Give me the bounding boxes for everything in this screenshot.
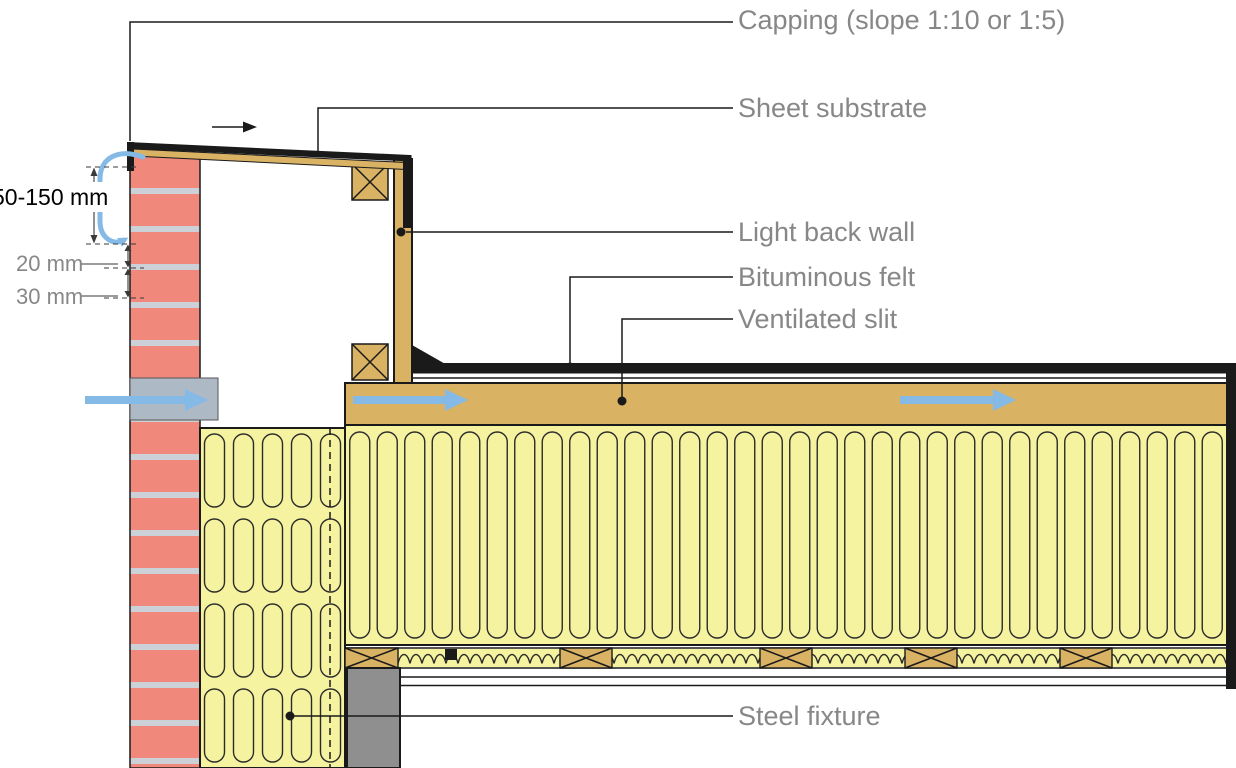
label-light-back-wall: Light back wall <box>738 217 916 247</box>
label-steel-fixture: Steel fixture <box>738 701 881 731</box>
label-sheet-substrate: Sheet substrate <box>738 93 928 123</box>
airflow-arrow-right <box>900 389 1016 411</box>
fastener-clip <box>445 649 457 660</box>
dimension-30mm: 30 mm <box>16 284 84 309</box>
bituminous-felt-layer <box>412 345 1228 379</box>
label-capping: Capping (slope 1:10 or 1:5) <box>738 5 1066 35</box>
label-bituminous-felt: Bituminous felt <box>738 262 916 292</box>
dimension-20mm: 20 mm <box>16 251 84 276</box>
airflow-arrows <box>85 389 1016 411</box>
leader-dot-bituminous-felt <box>565 362 575 372</box>
wall-insulation <box>199 427 346 768</box>
airflow-arrow-middle <box>353 389 468 411</box>
slope-direction-arrow <box>212 121 257 133</box>
wood-blocking-row <box>344 647 1113 669</box>
squiggle-insulation-strips <box>398 649 1226 667</box>
brick-wall <box>129 149 201 768</box>
leader-dot-ventilated-slit <box>617 396 627 406</box>
ventilated-slit-band <box>344 382 1229 426</box>
leader-dot-steel-fixture <box>285 711 295 721</box>
airflow-curve <box>97 151 146 247</box>
dimension-overhang: 50-150 mm <box>0 182 117 212</box>
leader-dot-light-back-wall <box>396 227 406 237</box>
airflow-arrow-left <box>85 389 208 411</box>
bottom-deck-layers <box>344 647 1228 687</box>
roof-insulation <box>344 424 1229 646</box>
capping-assembly <box>127 142 412 228</box>
capping-shape <box>127 142 410 162</box>
steel-fixture-shape <box>346 667 401 768</box>
label-ventilated-slit: Ventilated slit <box>738 304 898 334</box>
leader-lines <box>129 21 733 721</box>
section-cut-edge <box>1226 363 1236 689</box>
